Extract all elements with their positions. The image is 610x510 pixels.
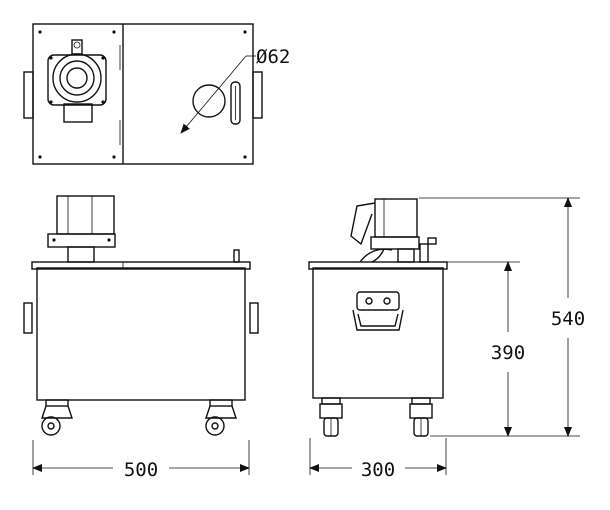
width-dimension-label: 500 bbox=[124, 459, 158, 481]
caster-side-right bbox=[409, 397, 433, 437]
tank-height-label: 390 bbox=[491, 342, 525, 364]
total-height-label: 540 bbox=[551, 308, 585, 330]
top-view: Ø62 bbox=[23, 23, 290, 165]
side-handle bbox=[352, 291, 404, 331]
pump-front bbox=[47, 195, 116, 263]
hole-symbol bbox=[180, 55, 256, 134]
pump-side bbox=[350, 198, 437, 263]
depth-dimension-label: 300 bbox=[361, 459, 395, 481]
caster-right bbox=[205, 399, 237, 436]
side-view: 390 540 300 bbox=[308, 197, 585, 481]
caster-side-left bbox=[319, 397, 343, 437]
pump-top bbox=[47, 39, 107, 123]
hole-diameter-label: Ø62 bbox=[256, 46, 290, 68]
caster-left bbox=[41, 399, 73, 436]
front-view: 500 bbox=[23, 195, 259, 481]
